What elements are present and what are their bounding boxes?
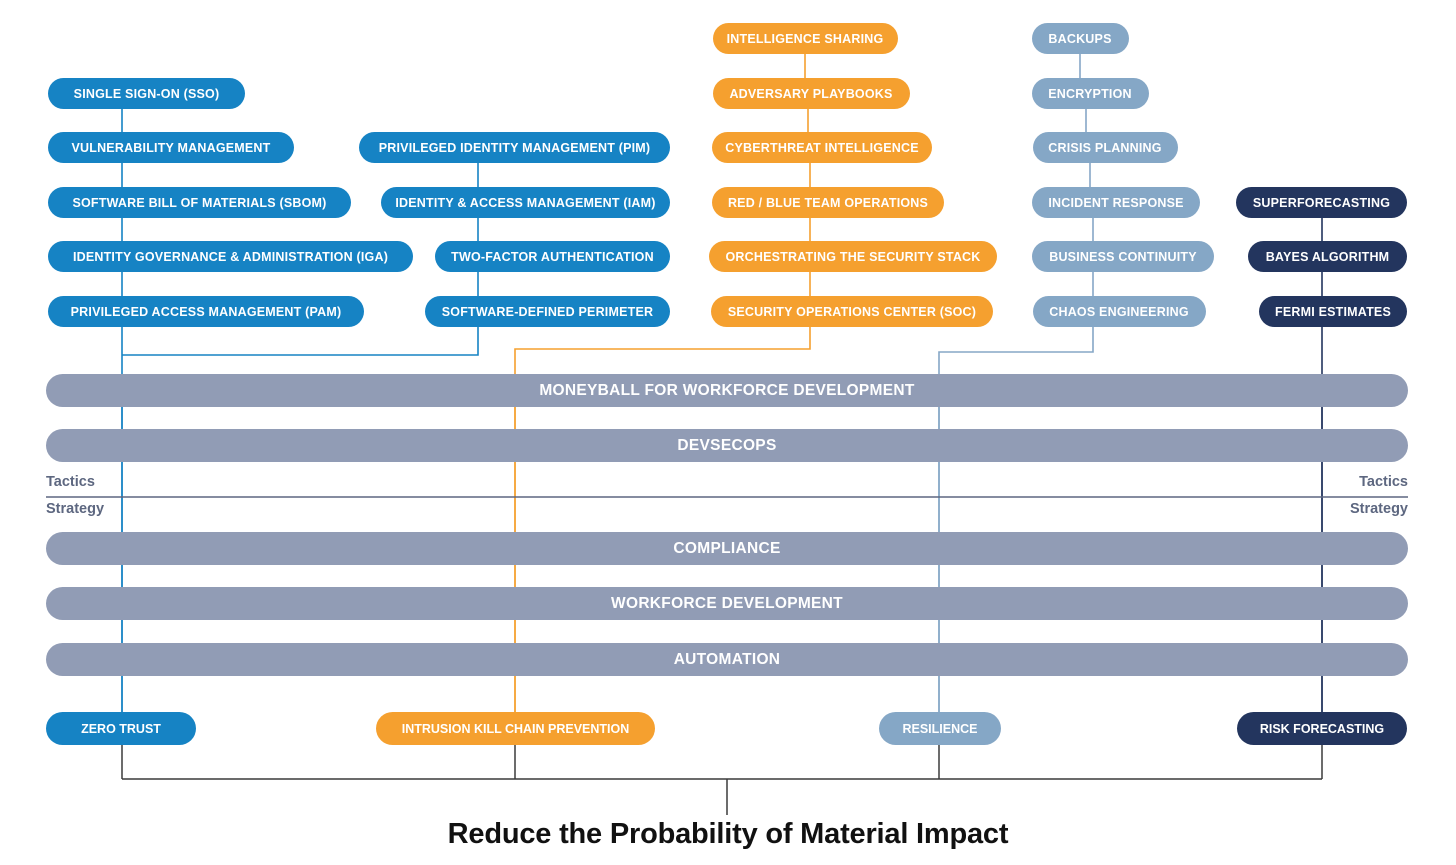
capability-pill[interactable]: ORCHESTRATING THE SECURITY STACK [709, 241, 997, 272]
capability-pill[interactable]: SOFTWARE-DEFINED PERIMETER [425, 296, 670, 327]
tactics-label-right: Tactics [1359, 474, 1408, 490]
outcome-pill[interactable]: INTRUSION KILL CHAIN PREVENTION [376, 712, 655, 745]
capability-pill[interactable]: BAYES ALGORITHM [1248, 241, 1407, 272]
program-bar[interactable]: DEVSECOPS [46, 429, 1408, 462]
capability-pill[interactable]: INCIDENT RESPONSE [1032, 187, 1200, 218]
program-bar[interactable]: COMPLIANCE [46, 532, 1408, 565]
capability-pill[interactable]: SECURITY OPERATIONS CENTER (SOC) [711, 296, 993, 327]
capability-pill[interactable]: INTELLIGENCE SHARING [712, 23, 898, 54]
capability-pill[interactable]: BUSINESS CONTINUITY [1032, 241, 1214, 272]
capability-pill[interactable]: FERMI ESTIMATES [1259, 296, 1407, 327]
tactics-label-left: Tactics [46, 474, 95, 490]
capability-pill[interactable]: ADVERSARY PLAYBOOKS [712, 78, 910, 109]
capability-pill[interactable]: CRISIS PLANNING [1032, 132, 1178, 163]
program-bar[interactable]: MONEYBALL FOR WORKFORCE DEVELOPMENT [46, 374, 1408, 407]
capability-pill[interactable]: PRIVILEGED IDENTITY MANAGEMENT (PIM) [359, 132, 670, 163]
capability-pill[interactable]: CHAOS ENGINEERING [1032, 296, 1206, 327]
capability-pill[interactable]: BACKUPS [1031, 23, 1129, 54]
diagram-title: Reduce the Probability of Material Impac… [447, 818, 1009, 850]
capability-pill[interactable]: SINGLE SIGN-ON (SSO) [48, 78, 245, 109]
strategy-label-left: Strategy [46, 501, 105, 517]
capability-pill[interactable]: RED / BLUE TEAM OPERATIONS [712, 187, 944, 218]
outcome-pill[interactable]: RESILIENCE [879, 712, 1001, 745]
capability-pill[interactable]: IDENTITY & ACCESS MANAGEMENT (IAM) [381, 187, 670, 218]
outcome-pill[interactable]: RISK FORECASTING [1237, 712, 1407, 745]
capability-pill[interactable]: PRIVILEGED ACCESS MANAGEMENT (PAM) [48, 296, 364, 327]
capability-pill[interactable]: VULNERABILITY MANAGEMENT [48, 132, 294, 163]
program-bar[interactable]: WORKFORCE DEVELOPMENT [46, 587, 1408, 620]
program-bar[interactable]: AUTOMATION [46, 643, 1408, 676]
strategy-label-right: Strategy [1349, 501, 1408, 517]
capability-pill[interactable]: TWO-FACTOR AUTHENTICATION [435, 241, 670, 272]
capability-pill[interactable]: SOFTWARE BILL OF MATERIALS (SBOM) [48, 187, 351, 218]
capability-pill[interactable]: CYBERTHREAT INTELLIGENCE [712, 132, 932, 163]
capability-pill[interactable]: IDENTITY GOVERNANCE & ADMINISTRATION (IG… [48, 241, 413, 272]
capability-pill[interactable]: ENCRYPTION [1031, 78, 1149, 109]
capability-pill[interactable]: SUPERFORECASTING [1236, 187, 1407, 218]
outcome-pill[interactable]: ZERO TRUST [46, 712, 196, 745]
